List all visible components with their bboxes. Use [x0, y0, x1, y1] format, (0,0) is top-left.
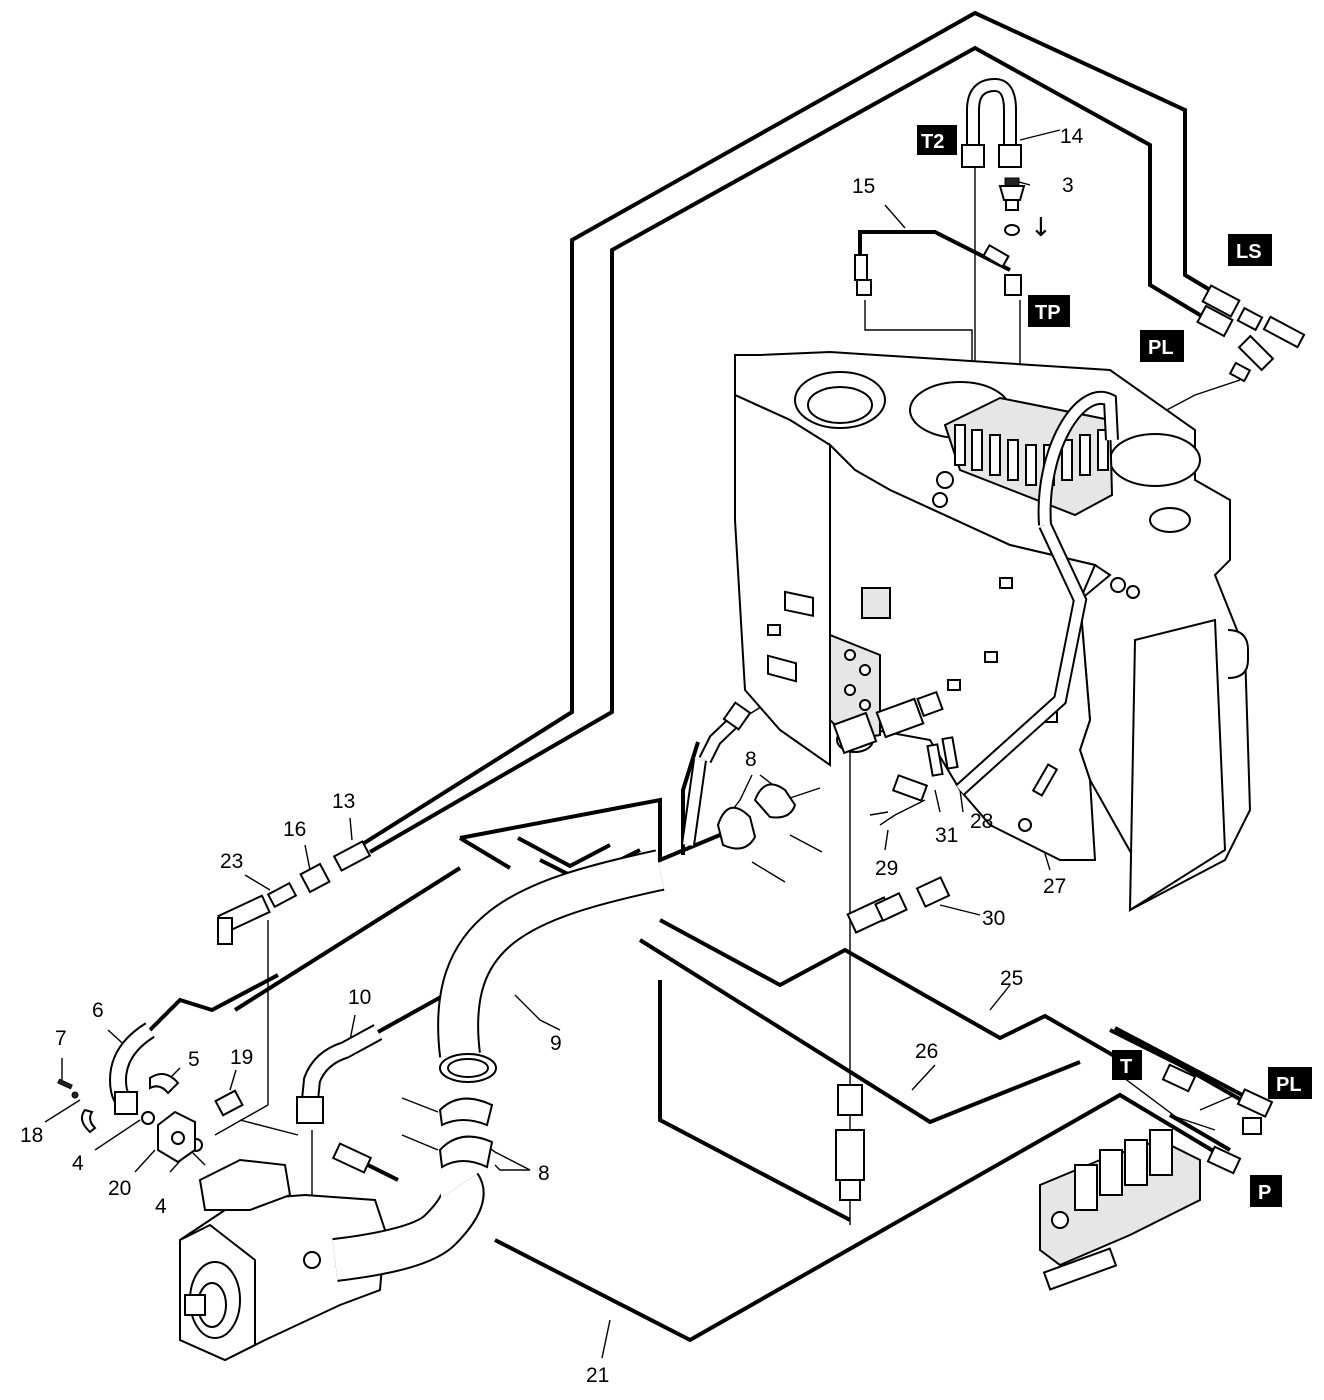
- port-t-bottom-bg: [1112, 1050, 1142, 1080]
- hydraulic-pump: [179, 1158, 485, 1362]
- callout-21: 21: [586, 1364, 609, 1387]
- port-pl-top: PL: [1148, 337, 1174, 359]
- callout-14: 14: [1060, 125, 1084, 148]
- callout-27: 27: [1043, 875, 1066, 898]
- callout-29: 29: [875, 857, 898, 880]
- fittings-center: [437, 690, 959, 1201]
- port-tp-bg: [1028, 295, 1070, 327]
- line-6: [148, 973, 279, 1032]
- hose-25: [659, 918, 1131, 1067]
- line-23-left: [233, 866, 462, 1012]
- port-t2-bg: [917, 125, 957, 155]
- ls-line-inner: [368, 45, 1207, 854]
- callout-10: 10: [348, 986, 371, 1009]
- callout-16: 16: [283, 818, 306, 841]
- callout-30: 30: [982, 907, 1005, 930]
- hose-21: [494, 1092, 1217, 1343]
- port-pl-bottom: PL: [1276, 1074, 1302, 1096]
- port-p-bottom: P: [1258, 1182, 1271, 1204]
- callout-15: 15: [852, 175, 875, 198]
- zigzag-b: [458, 836, 512, 870]
- port-t-bottom: T: [1120, 1056, 1132, 1078]
- callout-25: 25: [1000, 967, 1023, 990]
- control-valve-bottom: [1039, 1063, 1274, 1291]
- ls-line-outer: [348, 10, 1212, 854]
- callout-6: 6: [92, 999, 104, 1022]
- line-center-box: [658, 980, 851, 1222]
- p-hose: [1168, 1113, 1232, 1152]
- callout-28: 28: [970, 810, 993, 833]
- t-hose: [1109, 1028, 1251, 1107]
- port-t2: T2: [921, 131, 944, 153]
- callout-13: 13: [332, 790, 355, 813]
- callout-8a: 8: [745, 748, 757, 771]
- callout-3: 3: [1062, 174, 1074, 197]
- callout-31: 31: [935, 824, 958, 847]
- hose-routes: [148, 10, 1251, 1343]
- callout-4a: 4: [72, 1152, 84, 1175]
- port-tp: TP: [1035, 302, 1061, 324]
- port-labels: T2 LS TP PL T PL P: [917, 125, 1312, 1207]
- callout-23: 23: [220, 850, 243, 873]
- port-p-bottom-bg: [1250, 1175, 1282, 1207]
- callout-5: 5: [188, 1048, 200, 1071]
- port-pl-top-bg: [1140, 330, 1184, 362]
- port-ls-bg: [1228, 234, 1272, 266]
- callout-18: 18: [20, 1124, 43, 1147]
- hose-26: [638, 938, 1081, 1125]
- port-ls: LS: [1236, 241, 1262, 263]
- fittings-top: [854, 77, 1306, 383]
- zigzag-a: [459, 797, 721, 863]
- callout-8b: 8: [538, 1162, 550, 1185]
- zigzag-c: [517, 836, 611, 869]
- port-pl-bottom-bg: [1268, 1067, 1312, 1099]
- callout-26: 26: [915, 1040, 938, 1063]
- callout-19: 19: [230, 1046, 253, 1069]
- direction-arrow: ↓: [1030, 213, 1052, 243]
- callout-7: 7: [55, 1027, 67, 1050]
- chassis-body: [734, 350, 1252, 912]
- callout-20: 20: [108, 1177, 131, 1200]
- fittings-left: [57, 840, 494, 1174]
- pl-right: [1114, 1026, 1249, 1100]
- callout-4b: 4: [155, 1195, 167, 1218]
- callout-9: 9: [550, 1032, 562, 1055]
- callouts: 3 14 15 13 16 23 6 7 5 19 18 4 20 4 10 9…: [20, 125, 1084, 1387]
